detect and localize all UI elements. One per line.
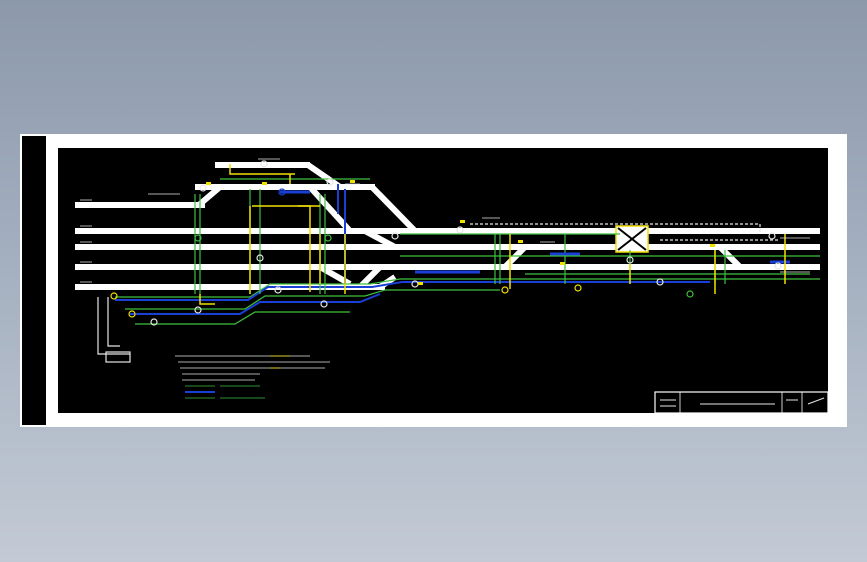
cable-green-line [125, 289, 500, 310]
cable-blue-line [280, 190, 790, 274]
signal-circle-icon [324, 234, 332, 242]
cable-green-line [494, 234, 501, 284]
diamond-crossover-icon [615, 225, 649, 253]
switch-point-icon [350, 180, 355, 183]
signal-circle-icon [274, 286, 282, 294]
switch-point-icon [206, 182, 211, 185]
track-turnout [306, 162, 342, 190]
title-block-frame [654, 391, 829, 414]
terminal-box [105, 351, 131, 363]
track-turnout [307, 184, 353, 234]
boundary-line [714, 234, 786, 294]
track-turnout [363, 228, 397, 250]
cable-white-line [97, 297, 130, 355]
track-line [215, 162, 310, 168]
signal-circle-icon [656, 278, 664, 286]
track-turnout [717, 244, 743, 270]
track-turnout [198, 184, 222, 207]
signal-circle-icon [199, 184, 207, 192]
signal-circle-icon [626, 256, 634, 264]
legend-line [175, 355, 330, 381]
signal-circle-icon [194, 234, 202, 242]
annotation-text [80, 199, 92, 283]
binding-strip [22, 136, 46, 425]
switch-point-icon [710, 244, 715, 247]
signal-boundaries [199, 164, 786, 305]
cable-green-line [194, 194, 201, 294]
boundary-line [199, 294, 215, 305]
switch-point-icon [560, 262, 565, 265]
signal-circle-icon [326, 178, 334, 186]
signal-circle-icon [501, 286, 509, 294]
signal-circle-icon [456, 226, 464, 234]
switch-point-icon [460, 220, 465, 223]
cable-green-line [135, 311, 350, 325]
signal-circle-icon [768, 232, 776, 240]
boundary-line [319, 234, 346, 294]
track-line [75, 284, 385, 290]
signal-circle-icon [686, 290, 694, 298]
boundary-line [229, 164, 295, 184]
signal-circle-icon [774, 262, 782, 270]
signal-circle-icon [320, 300, 328, 308]
switch-markers [206, 180, 715, 285]
cable-dashed-line [470, 223, 780, 241]
track-turnout [369, 184, 418, 234]
track-line [75, 228, 820, 234]
drawing-sheet [20, 134, 847, 427]
signal-circle-icon [150, 318, 158, 326]
signal-circle-icon [194, 306, 202, 314]
title-block-text [660, 397, 825, 407]
title-block-divider [679, 392, 803, 413]
track-line [75, 264, 820, 270]
cable-blue-line [130, 293, 381, 315]
switch-point-icon [518, 240, 523, 243]
boundary-line [509, 234, 631, 289]
track-line [75, 202, 205, 208]
signal-circle-icon [574, 284, 582, 292]
signal-markers [110, 160, 782, 326]
signal-circle-icon [110, 292, 118, 300]
track-line [75, 244, 820, 250]
legend-line [270, 355, 290, 369]
signal-circle-icon [278, 188, 286, 196]
title-block [654, 391, 829, 414]
signal-circle-icon [391, 232, 399, 240]
switch-point-icon [418, 282, 423, 285]
switch-point-icon [262, 182, 267, 185]
legend-block [175, 355, 330, 399]
signal-circle-icon [128, 310, 136, 318]
annotation-marks [80, 158, 810, 283]
signal-circle-icon [256, 254, 264, 262]
annotation-text [148, 158, 810, 273]
signal-circle-icon [260, 160, 268, 168]
track-layout [75, 162, 820, 290]
track-turnout [502, 244, 528, 270]
drawing-frame [58, 148, 828, 413]
track-line [195, 184, 375, 190]
